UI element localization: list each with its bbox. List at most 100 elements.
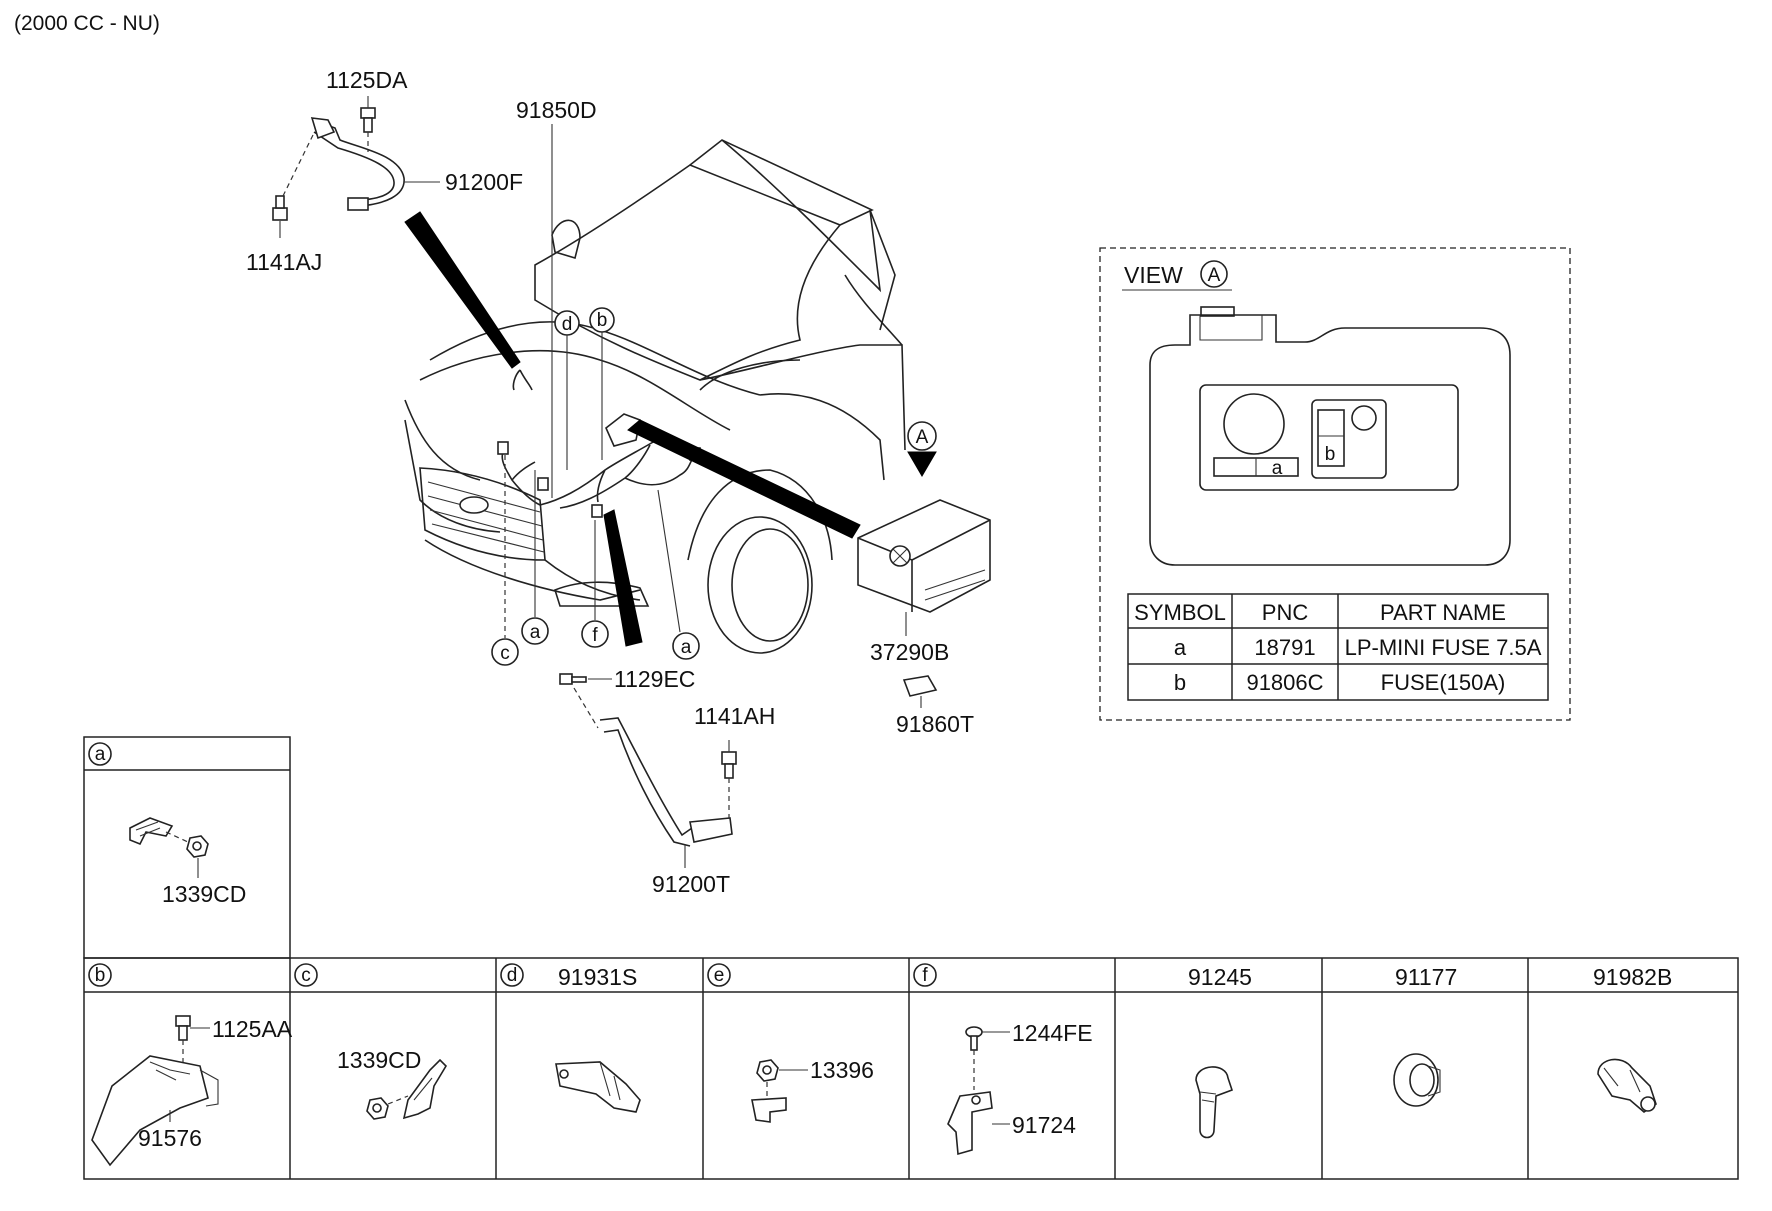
table-row-2-part-name: FUSE(150A) bbox=[1381, 670, 1506, 695]
bracket-91576-icon bbox=[91, 1055, 209, 1167]
bolt-1125aa-icon bbox=[175, 1015, 191, 1041]
brand-emblem-icon bbox=[459, 496, 489, 514]
detail-box-a: a 1339CD bbox=[83, 736, 291, 959]
detail-b-part-91576: 91576 bbox=[138, 1125, 202, 1151]
grommet-91982b-icon bbox=[1597, 1058, 1657, 1114]
table-header-part-name: PART NAME bbox=[1380, 600, 1506, 625]
view-label: VIEW bbox=[1124, 262, 1183, 288]
detail-f-part-1244fe: 1244FE bbox=[1012, 1020, 1093, 1046]
detail-b-part-1125aa: 1125AA bbox=[212, 1016, 293, 1042]
callout-1141ah: 1141AH bbox=[694, 703, 775, 729]
ref-d-marker: d bbox=[554, 310, 580, 470]
svg-text:d: d bbox=[562, 314, 573, 335]
callout-91200t: 91200T bbox=[652, 871, 730, 897]
vehicle-front-view bbox=[404, 139, 906, 654]
battery-cable-91200t-group: 1129EC 1141AH 91200T bbox=[559, 666, 775, 897]
detail-cell-91982b: 91982B bbox=[1593, 964, 1672, 1114]
nut-1339cd-c-icon bbox=[366, 1097, 389, 1120]
screw-1244fe-icon bbox=[965, 1026, 983, 1051]
table-row-2-symbol: b bbox=[1174, 670, 1186, 695]
detail-f-part-91724: 91724 bbox=[1012, 1112, 1076, 1138]
detail-cell-f: f 1244FE 91724 bbox=[913, 963, 1093, 1156]
ref-a-marker-left: a bbox=[521, 470, 549, 645]
ref-a-marker-right: a bbox=[657, 489, 700, 660]
bracket-91724-icon bbox=[947, 1091, 993, 1156]
cable-91200f-lug bbox=[347, 197, 369, 211]
fuse-box-body bbox=[857, 499, 991, 613]
detail-cell-e: e 13396 bbox=[707, 963, 874, 1123]
svg-text:c: c bbox=[500, 643, 510, 664]
view-ref: A bbox=[1208, 265, 1221, 286]
bracket-91931s-icon bbox=[555, 1061, 641, 1113]
detail-91245-title: 91245 bbox=[1188, 964, 1252, 990]
callout-1141aj: 1141AJ bbox=[246, 249, 322, 275]
svg-text:c: c bbox=[301, 965, 311, 986]
bolt-1125da-icon bbox=[360, 96, 376, 133]
nut-1339cd-icon bbox=[186, 835, 209, 858]
grommet-91245-icon bbox=[1195, 1066, 1234, 1139]
nut-13396-icon bbox=[756, 1059, 779, 1082]
table-row-1-pnc: 18791 bbox=[1254, 635, 1315, 660]
detail-91982b-title: 91982B bbox=[1593, 964, 1672, 990]
svg-text:f: f bbox=[922, 965, 928, 986]
callout-91200f: 91200F bbox=[445, 169, 523, 195]
table-row-1-part-name: LP-MINI FUSE 7.5A bbox=[1345, 635, 1542, 660]
table-header-symbol: SYMBOL bbox=[1134, 600, 1226, 625]
svg-text:f: f bbox=[592, 625, 598, 646]
ref-f-marker: f bbox=[581, 520, 609, 648]
svg-text:b: b bbox=[95, 965, 106, 986]
table-header-pnc: PNC bbox=[1262, 600, 1309, 625]
clip-e-icon bbox=[751, 1097, 787, 1123]
clip-c-icon bbox=[402, 1058, 448, 1120]
detail-strip: b 1125AA 91576 c 1339CD bbox=[83, 957, 1739, 1180]
battery-cable-91200f-group: 1125DA 1141AJ 91200F bbox=[246, 67, 523, 275]
detail-a-ref: a bbox=[95, 744, 106, 765]
detail-cell-91245: 91245 bbox=[1188, 964, 1252, 1139]
callout-91850d: 91850D bbox=[516, 97, 597, 123]
bolt-1129ec-icon bbox=[559, 673, 587, 685]
callout-91860t: 91860T bbox=[896, 711, 974, 737]
detail-cell-d: d 91931S bbox=[500, 963, 641, 1113]
ref-c-marker: c bbox=[491, 455, 519, 666]
callout-1125da: 1125DA bbox=[326, 67, 408, 93]
svg-text:d: d bbox=[507, 965, 518, 986]
fuse-box-37290b-group: A 37290B 91860T bbox=[857, 421, 991, 737]
cable-91200f-inner bbox=[313, 131, 395, 201]
fuse-tag-a: a bbox=[1272, 458, 1283, 479]
detail-a-part: 1339CD bbox=[162, 881, 246, 907]
bolt-1141ah-icon bbox=[721, 751, 737, 779]
cable-91200f-body bbox=[317, 121, 405, 207]
cable-91200f-terminal bbox=[310, 117, 336, 140]
front-wheel bbox=[707, 516, 813, 654]
fog-lamp-bezel bbox=[554, 581, 650, 607]
svg-text:a: a bbox=[681, 637, 692, 658]
leader-wedge-91200t bbox=[603, 509, 643, 647]
fuse-stud-icon bbox=[1223, 393, 1285, 455]
detail-cell-c: c 1339CD bbox=[294, 963, 448, 1120]
fuse-box-top-outline bbox=[1149, 314, 1511, 566]
detail-91177-title: 91177 bbox=[1395, 964, 1457, 990]
detail-cell-91177: 91177 bbox=[1393, 964, 1457, 1107]
leader-wedge-91200f bbox=[404, 211, 521, 369]
svg-text:a: a bbox=[530, 622, 541, 643]
engine-note: (2000 CC - NU) bbox=[14, 12, 160, 35]
table-row-2-pnc: 91806C bbox=[1246, 670, 1323, 695]
clip-icon bbox=[129, 817, 174, 846]
detail-cell-b: b 1125AA 91576 bbox=[88, 963, 293, 1167]
detail-e-part-13396: 13396 bbox=[810, 1057, 874, 1083]
view-arrow-icon bbox=[907, 451, 937, 477]
callout-1129ec: 1129EC bbox=[614, 666, 695, 692]
ref-b-marker-top: b bbox=[589, 307, 615, 460]
ref-view-a-marker: A bbox=[916, 427, 929, 448]
fuse-tag-b: b bbox=[1325, 444, 1336, 465]
leader-wedge-37290b bbox=[627, 419, 861, 539]
view-a-panel: VIEW A a b SYMBOL PNC PART NAME a 18791 bbox=[1099, 247, 1571, 721]
svg-text:e: e bbox=[714, 965, 725, 986]
bolt-1141aj-icon bbox=[272, 195, 288, 221]
detail-c-part-1339cd: 1339CD bbox=[337, 1047, 421, 1073]
callout-37290b: 37290B bbox=[870, 639, 949, 665]
table-row-1-symbol: a bbox=[1174, 635, 1187, 660]
detail-d-title: 91931S bbox=[558, 964, 637, 990]
sensor-91860t-icon bbox=[902, 675, 938, 697]
